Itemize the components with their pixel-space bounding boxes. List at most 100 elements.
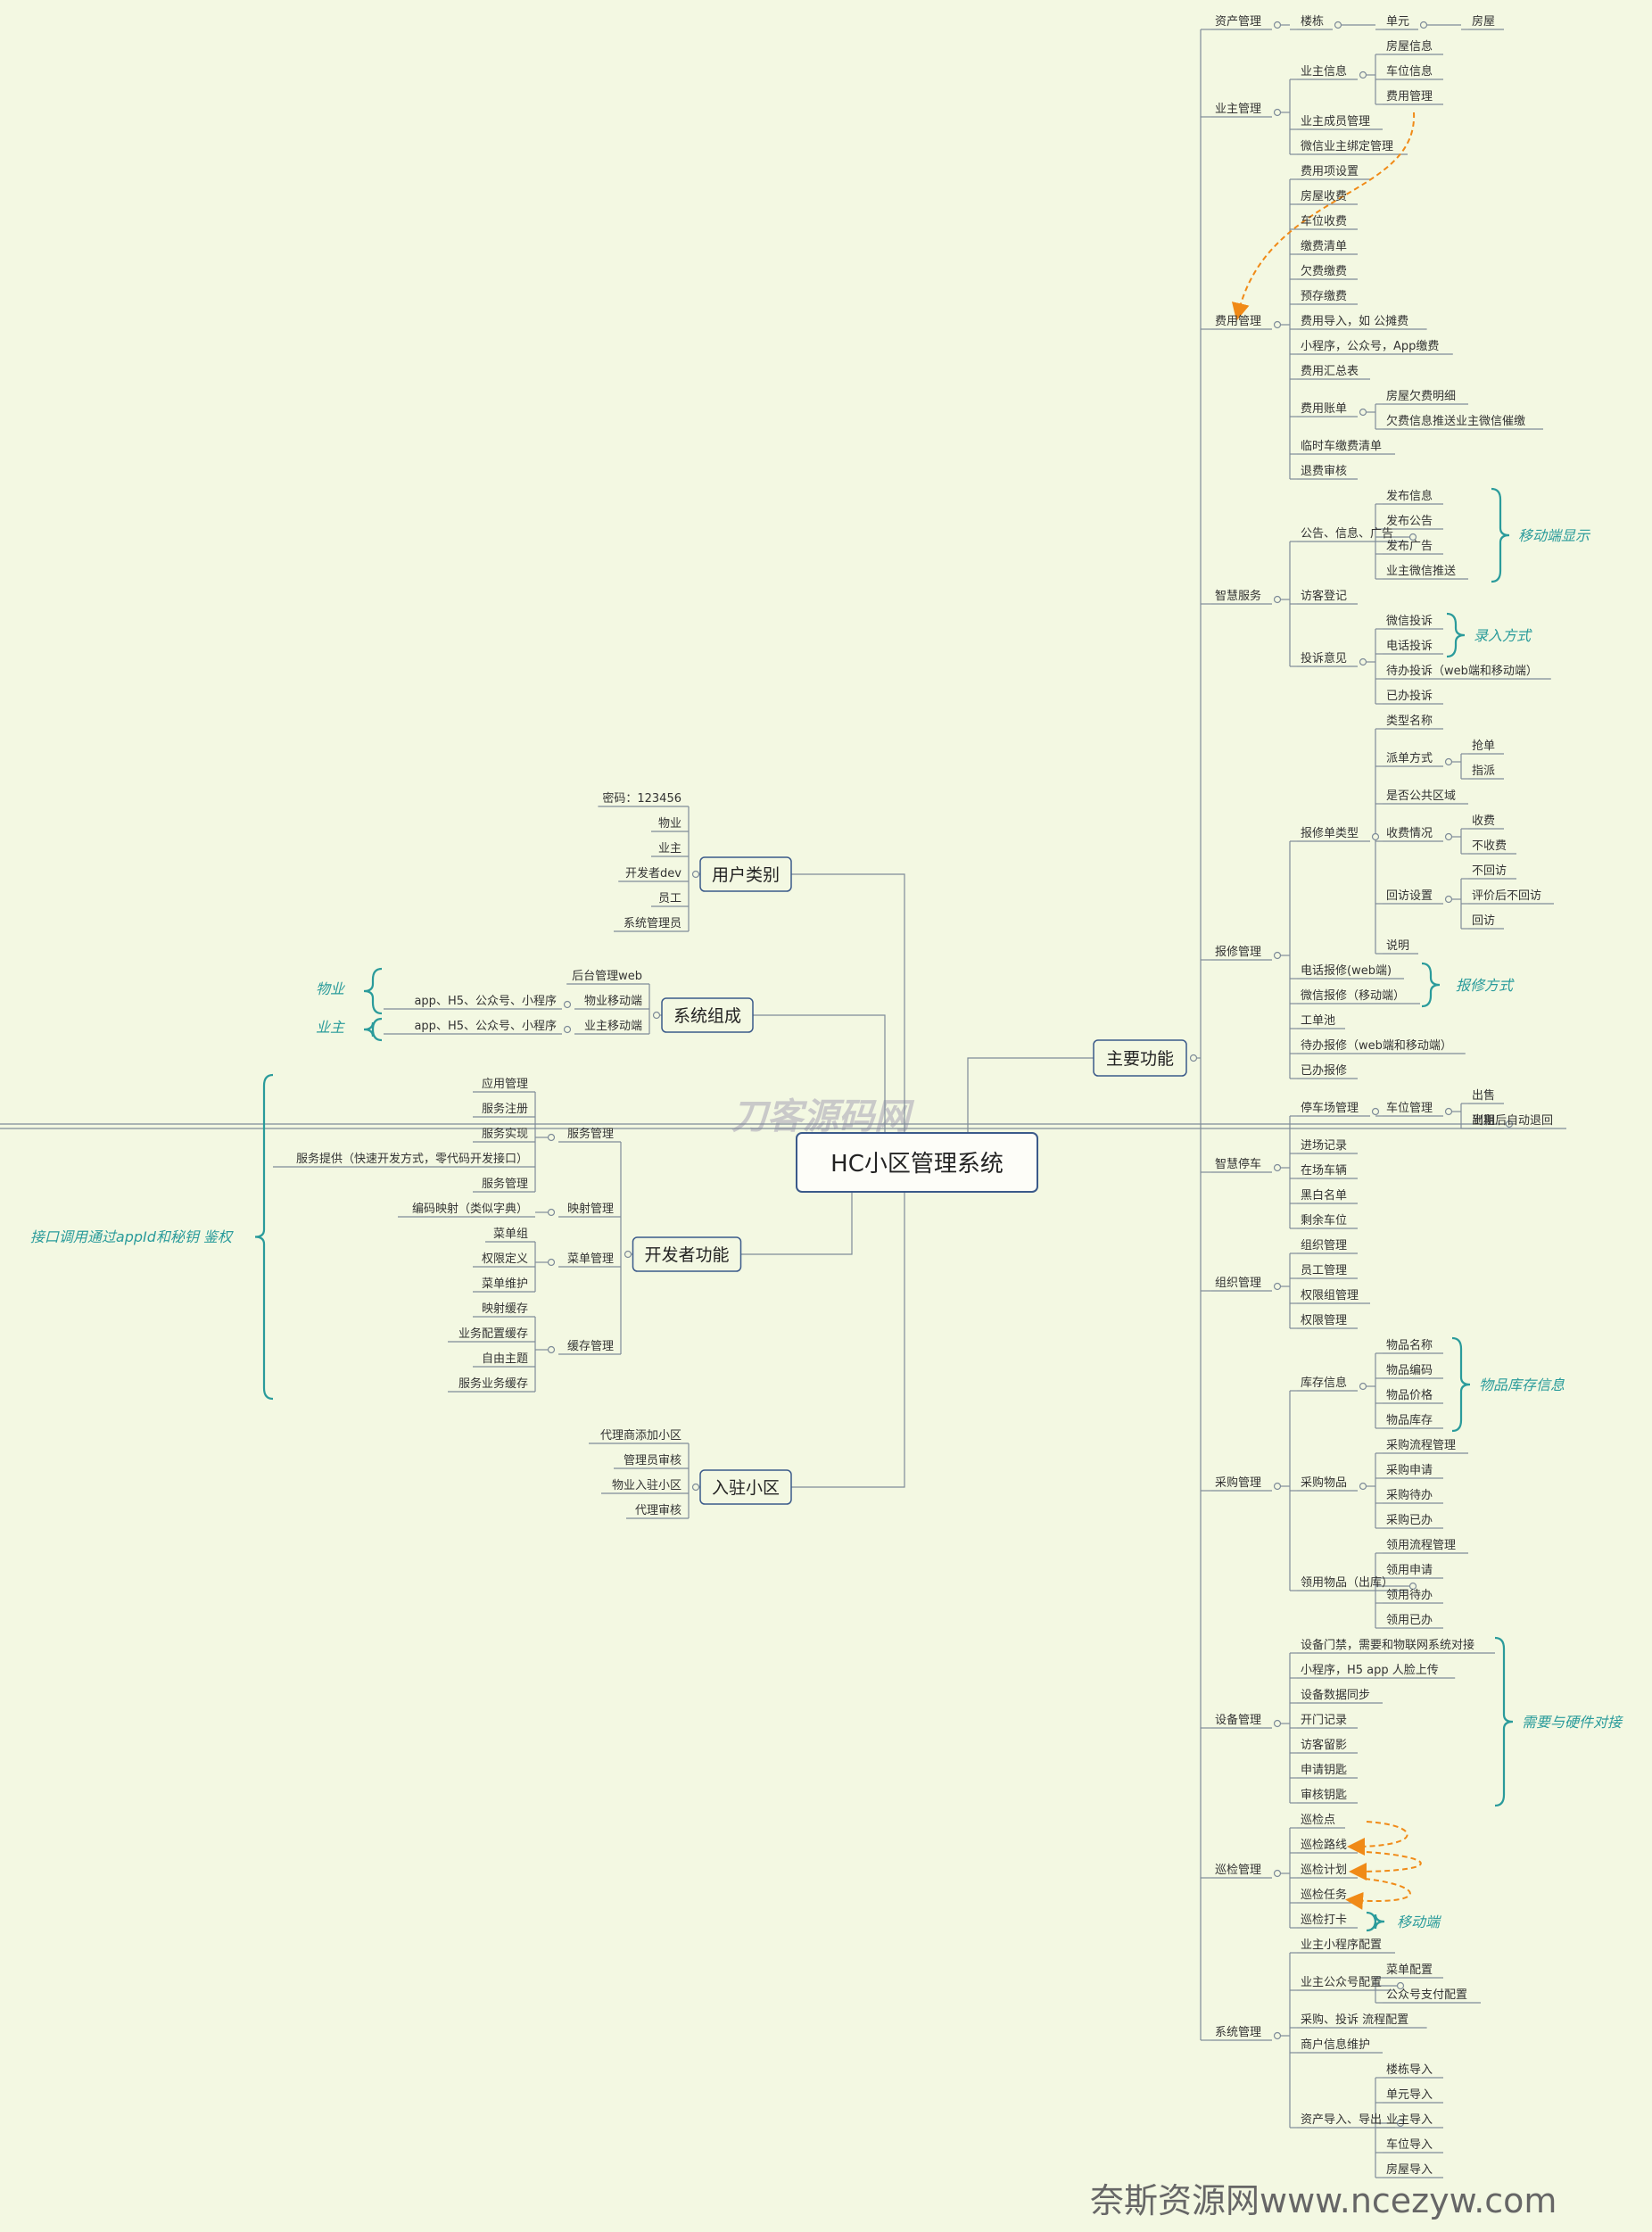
brace <box>363 1017 383 1042</box>
topic-在场车辆: 在场车辆 <box>1301 1163 1347 1178</box>
topic-服务管理: 服务管理 <box>482 1177 528 1191</box>
main-function-box <box>1093 1039 1187 1077</box>
collapse-toggle[interactable] <box>1334 21 1342 29</box>
topic-费用汇总表: 费用汇总表 <box>1301 365 1359 378</box>
topic-已办投诉: 已办投诉 <box>1386 689 1433 703</box>
topic-评价后不回访: 评价后不回访 <box>1472 889 1541 903</box>
user-types-title: 用户类别 <box>712 865 780 885</box>
collapse-toggle[interactable] <box>1408 1582 1417 1591</box>
topic-领用待办: 领用待办 <box>1386 1589 1433 1602</box>
collapse-toggle[interactable] <box>1371 832 1380 841</box>
topic-到期后自动退回: 到期后自动退回 <box>1472 1114 1553 1128</box>
brace <box>1494 1636 1514 1807</box>
collapse-toggle[interactable] <box>547 1133 556 1142</box>
topic-进场记录: 进场记录 <box>1301 1139 1347 1153</box>
collapse-toggle[interactable] <box>547 1208 556 1217</box>
collapse-toggle[interactable] <box>1273 2031 1282 2040</box>
note-property: 物业 <box>316 980 346 997</box>
collapse-toggle[interactable] <box>563 1000 572 1009</box>
collapse-toggle[interactable] <box>547 1345 556 1354</box>
topic-服务管理: 服务管理 <box>567 1127 614 1141</box>
topic-智慧停车: 智慧停车 <box>1215 1157 1261 1171</box>
collapse-toggle[interactable] <box>1444 832 1453 841</box>
topic-开门记录: 开门记录 <box>1301 1714 1347 1727</box>
collapse-toggle[interactable] <box>547 1258 556 1267</box>
topic-编码映射类似字典: 编码映射（类似字典） <box>412 1202 528 1216</box>
collapse-toggle[interactable] <box>1444 757 1453 766</box>
collapse-toggle[interactable] <box>1419 21 1428 29</box>
note-repair-method: 报修方式 <box>1456 977 1515 994</box>
collapse-toggle[interactable] <box>652 1011 661 1020</box>
note-mobile: 移动端 <box>1397 1914 1441 1930</box>
relation-arrow <box>1231 112 1416 321</box>
collapse-toggle[interactable] <box>1273 951 1282 960</box>
topic-工单池: 工单池 <box>1301 1014 1335 1028</box>
topic-领用物品出库: 领用物品（出库） <box>1301 1575 1393 1590</box>
topic-访客留影: 访客留影 <box>1301 1738 1347 1752</box>
collapse-toggle[interactable] <box>1505 1120 1514 1128</box>
topic-权限组管理: 权限组管理 <box>1301 1288 1359 1302</box>
topic-费用账单: 费用账单 <box>1301 402 1347 416</box>
topic-房屋收费: 房屋收费 <box>1301 189 1347 203</box>
collapse-toggle[interactable] <box>1273 1163 1282 1172</box>
topic-费用项设置: 费用项设置 <box>1301 165 1359 178</box>
collapse-toggle[interactable] <box>1359 70 1367 79</box>
collapse-toggle[interactable] <box>1359 408 1367 417</box>
collapse-toggle[interactable] <box>691 1483 700 1492</box>
collapse-toggle[interactable] <box>1273 1869 1282 1878</box>
brace <box>1446 612 1466 658</box>
collapse-toggle[interactable] <box>1408 533 1417 541</box>
topic-设备数据同步: 设备数据同步 <box>1301 1688 1370 1702</box>
topic-小程序公众号App缴费: 小程序，公众号，App缴费 <box>1301 340 1439 353</box>
topic-回访设置: 回访设置 <box>1386 889 1433 903</box>
topic-采购流程管理: 采购流程管理 <box>1386 1438 1456 1452</box>
connector <box>753 1014 886 1133</box>
collapse-toggle[interactable] <box>1273 21 1282 29</box>
topic-费用管理: 费用管理 <box>1215 315 1261 328</box>
topic-费用管理: 费用管理 <box>1386 90 1433 103</box>
topic-出售: 出售 <box>1472 1088 1495 1103</box>
topic-服务实现: 服务实现 <box>482 1127 528 1141</box>
user-types-box <box>699 856 792 892</box>
topic-领用流程管理: 领用流程管理 <box>1386 1539 1456 1552</box>
collapse-toggle[interactable] <box>1359 1382 1367 1391</box>
collapse-toggle[interactable] <box>624 1250 632 1259</box>
topic-车位收费: 车位收费 <box>1301 214 1347 228</box>
collapse-toggle[interactable] <box>1396 1981 1405 1990</box>
relation-arrow <box>1349 1851 1422 1881</box>
collapse-toggle[interactable] <box>563 1025 572 1034</box>
collapse-toggle[interactable] <box>1273 1719 1282 1728</box>
topic-组织管理: 组织管理 <box>1215 1277 1261 1290</box>
topic-发布公告: 发布公告 <box>1386 514 1433 528</box>
note-hardware: 需要与硬件对接 <box>1522 1714 1623 1731</box>
topic-映射管理: 映射管理 <box>567 1202 614 1216</box>
collapse-toggle[interactable] <box>1444 1107 1453 1116</box>
topic-抢单: 抢单 <box>1472 739 1495 753</box>
collapse-toggle[interactable] <box>1273 320 1282 329</box>
main-function-title: 主要功能 <box>1106 1049 1174 1069</box>
collapse-toggle[interactable] <box>1273 595 1282 604</box>
collapse-toggle[interactable] <box>1371 1107 1380 1116</box>
topic-微信报修移动端: 微信报修（移动端） <box>1301 989 1405 1003</box>
collapse-toggle[interactable] <box>1189 1054 1198 1062</box>
collapse-toggle[interactable] <box>691 870 700 879</box>
collapse-toggle[interactable] <box>1359 1482 1367 1491</box>
topic-菜单管理: 菜单管理 <box>567 1252 614 1266</box>
topic-物业移动端: 物业移动端 <box>584 995 642 1008</box>
topic-单元导入: 单元导入 <box>1386 2088 1433 2102</box>
collapse-toggle[interactable] <box>1396 2119 1405 2128</box>
collapse-toggle[interactable] <box>1273 1282 1282 1291</box>
system-composition-box <box>661 997 754 1033</box>
topic-待办投诉web端和移动端: 待办投诉（web端和移动端） <box>1386 664 1538 678</box>
topic-巡检点: 巡检点 <box>1301 1814 1335 1827</box>
collapse-toggle[interactable] <box>1444 895 1453 904</box>
collapse-toggle[interactable] <box>1273 1482 1282 1491</box>
topic-出租: 出租 <box>1472 1114 1495 1128</box>
brace <box>363 967 383 1015</box>
collapse-toggle[interactable] <box>1359 657 1367 666</box>
relation-arrow <box>1347 1821 1408 1856</box>
collapse-toggle[interactable] <box>1273 108 1282 117</box>
topic-资产导入导出: 资产导入、导出 <box>1301 2113 1382 2127</box>
topic-类型名称: 类型名称 <box>1386 714 1433 728</box>
